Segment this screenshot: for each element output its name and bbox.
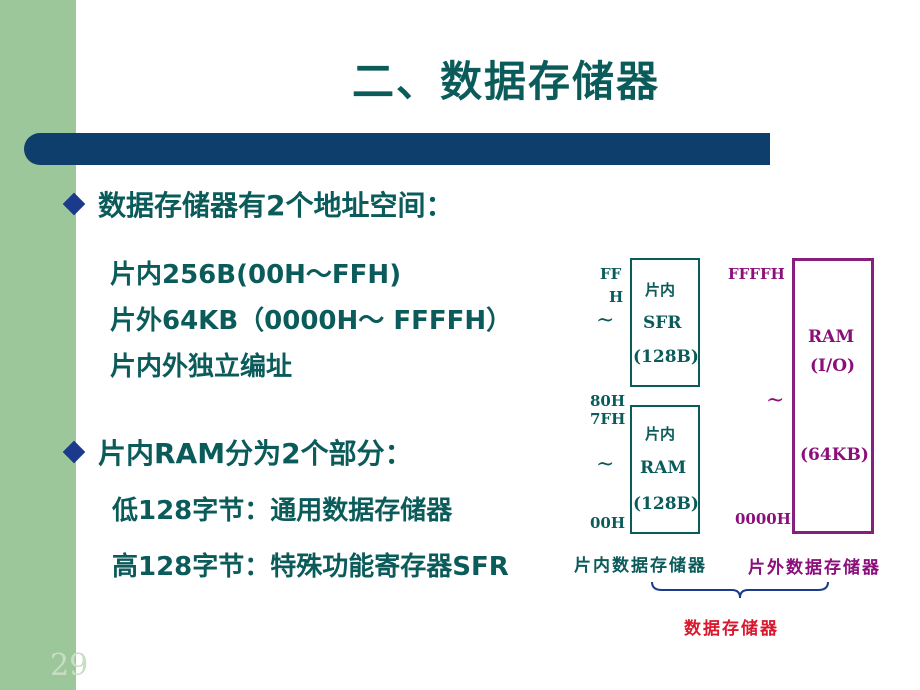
- brace-icon: [651, 581, 829, 599]
- external-range-tilde: ~: [766, 388, 785, 413]
- list-item: 片外64KB（0000H～ FFFFH）: [110, 306, 513, 336]
- sfr-top-address-suffix: H: [609, 288, 624, 306]
- sfr-top-address: FF: [600, 265, 622, 283]
- sfr-range-tilde: ~: [596, 308, 615, 333]
- list-item: 片内256B(00H～FFH): [110, 260, 402, 290]
- sfr-memory-block: [630, 258, 700, 387]
- bullet-text: 数据存储器有2个地址空间：: [98, 189, 454, 222]
- ram-block-label: 片内: [645, 425, 676, 443]
- ram-range-tilde: ~: [596, 452, 615, 477]
- bullet-text: 片内RAM分为2个部分：: [98, 437, 413, 470]
- data-memory-group-caption: 数据存储器: [684, 619, 779, 639]
- ram-block-name: RAM: [640, 458, 687, 478]
- ram-top-address: 7FH: [590, 410, 626, 428]
- list-item: 低128字节：通用数据存储器: [112, 496, 453, 526]
- sfr-bottom-address: 80H: [590, 392, 626, 410]
- internal-ram-memory-block: [630, 405, 700, 534]
- sfr-block-label: 片内: [645, 281, 676, 299]
- ram-block-size: (128B): [633, 494, 699, 514]
- external-memory-block: [792, 258, 874, 534]
- internal-memory-caption: 片内数据存储器: [574, 556, 707, 576]
- side-strip: [0, 0, 76, 690]
- external-memory-caption: 片外数据存储器: [748, 558, 881, 578]
- title-underline-bar: [24, 133, 770, 165]
- slide-title: 二、数据存储器: [352, 57, 661, 106]
- list-item: 高128字节：特殊功能寄存器SFR: [112, 552, 509, 582]
- page-number: 29: [50, 648, 89, 683]
- bullet-address-spaces: 数据存储器有2个地址空间：: [58, 184, 453, 224]
- bullet-internal-ram: 片内RAM分为2个部分：: [58, 432, 413, 472]
- external-top-address: FFFFH: [728, 265, 785, 283]
- list-item: 片内外独立编址: [110, 352, 293, 382]
- sfr-block-size: (128B): [633, 347, 699, 367]
- external-block-size: (64KB): [800, 445, 869, 465]
- diamond-bullet-icon: [62, 192, 86, 216]
- sfr-block-name: SFR: [643, 313, 682, 333]
- external-block-name: RAM: [808, 327, 855, 347]
- external-bottom-address: 0000H: [735, 510, 791, 528]
- external-block-type: (I/O): [810, 356, 856, 376]
- diamond-bullet-icon: [62, 440, 86, 464]
- ram-bottom-address: 00H: [590, 514, 626, 532]
